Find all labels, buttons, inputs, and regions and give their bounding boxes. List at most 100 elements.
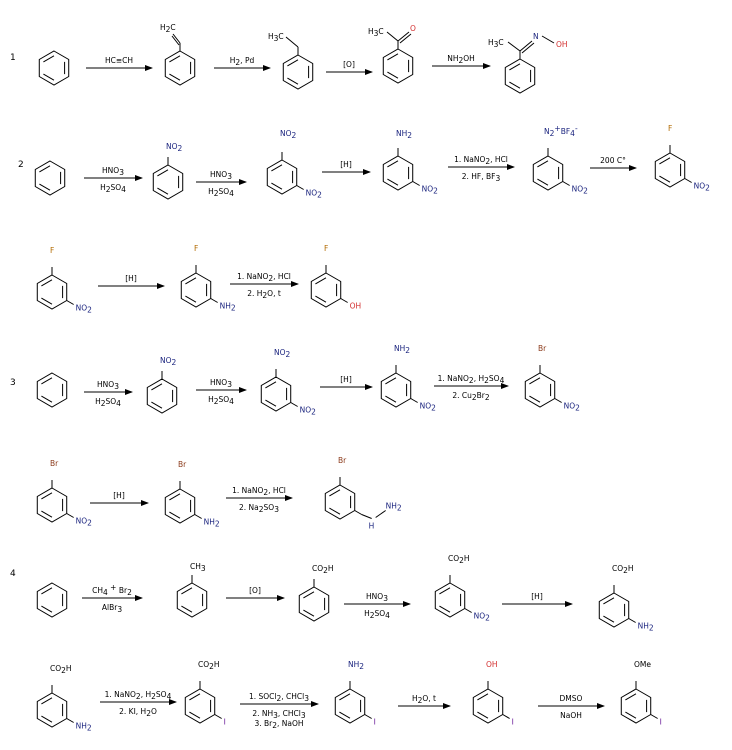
arrow-condition-above: 1. NaNO2​, H2​SO4​ — [105, 690, 172, 701]
section-number: 3 — [10, 378, 16, 388]
benzene-ring — [34, 160, 66, 196]
arrow-condition-below: 2. HF, BF3​ — [462, 172, 501, 183]
chem-label: OH — [556, 40, 568, 49]
bond — [375, 510, 386, 518]
chem-label: NH2​ — [394, 344, 410, 355]
benzene-ring — [654, 152, 686, 188]
bond — [354, 510, 362, 515]
benzene-ring — [380, 372, 412, 408]
benzene-ring — [36, 692, 68, 728]
chem-label: CO2​H — [198, 660, 220, 671]
arrow-condition-above: HC≡CH — [105, 56, 133, 65]
benzene-ring — [310, 272, 342, 308]
chem-label: H3​C — [368, 27, 384, 38]
bond — [340, 298, 348, 303]
arrow-condition-below: H2​SO4​ — [100, 183, 126, 194]
bond — [210, 298, 218, 303]
chem-label: N — [533, 32, 539, 41]
arrow-condition-above: [H] — [340, 160, 352, 169]
arrow-condition-above: [H] — [531, 592, 543, 601]
chem-label: CO2​H — [448, 554, 470, 565]
benzene-ring — [36, 582, 68, 618]
chem-label: NO2​ — [76, 517, 93, 528]
bond — [410, 398, 418, 403]
benzene-ring — [524, 372, 556, 408]
benzene-ring — [184, 688, 216, 724]
chem-label: NO2​ — [474, 612, 491, 623]
chem-label: NO2​ — [564, 402, 581, 413]
benzene-ring — [36, 274, 68, 310]
bond — [66, 300, 74, 305]
chem-label: CH3​ — [190, 562, 206, 573]
arrow-condition-above: H2​, Pd — [230, 56, 255, 67]
benzene-ring — [598, 592, 630, 628]
bond — [541, 35, 555, 44]
arrow-condition-above: HNO3​ — [210, 170, 232, 181]
chem-label: NH2​ — [396, 129, 412, 140]
bond — [684, 178, 692, 183]
arrow-condition-below: H2​SO4​ — [364, 609, 390, 620]
benzene-ring — [434, 582, 466, 618]
bond — [66, 718, 74, 723]
bond — [464, 608, 472, 613]
bond — [519, 40, 533, 52]
bond — [397, 31, 410, 42]
benzene-ring — [532, 155, 564, 191]
arrow-condition-below: H2​SO4​ — [208, 187, 234, 198]
chem-label: NH2​ — [638, 622, 654, 633]
chem-label: NO2​ — [572, 185, 589, 196]
chem-label: NO2​ — [274, 348, 291, 359]
chem-label: I — [224, 718, 226, 727]
bond — [194, 514, 202, 519]
bond — [386, 31, 399, 42]
chem-label: NO2​ — [420, 402, 437, 413]
bond — [399, 33, 412, 44]
bond — [412, 181, 420, 186]
bond — [172, 33, 181, 44]
benzene-ring — [152, 164, 184, 200]
benzene-ring — [334, 688, 366, 724]
arrow-condition-above: HNO3​ — [97, 380, 119, 391]
bond — [521, 42, 535, 54]
benzene-ring — [180, 272, 212, 308]
chem-label: NO2​ — [76, 304, 93, 315]
bond — [361, 514, 372, 519]
arrow-condition-above: DMSO — [560, 694, 583, 703]
arrow-condition-above: [H] — [125, 274, 137, 283]
arrow-condition-above: HNO3​ — [366, 592, 388, 603]
chem-label: N2​+​BF4​-​ — [544, 124, 578, 138]
chem-label: NO2​ — [166, 142, 183, 153]
chem-label: H — [369, 522, 375, 531]
chem-label: NO2​ — [160, 356, 177, 367]
arrow-condition-above: 1. SOCl2​, CHCl3​ — [249, 692, 309, 703]
arrow-condition-above: H2​O, t — [412, 694, 436, 705]
chem-label: H3​C — [268, 32, 284, 43]
bond — [364, 714, 372, 719]
chem-label: I — [374, 718, 376, 727]
chem-label: NH2​ — [386, 502, 402, 513]
section-number: 2 — [18, 160, 24, 170]
arrow-condition-above: HNO3​ — [102, 166, 124, 177]
benzene-ring — [164, 50, 196, 86]
chem-label: OH — [350, 302, 362, 311]
chem-label: OMe — [634, 660, 651, 669]
chem-label: H2​C — [160, 23, 176, 34]
benzene-ring — [164, 488, 196, 524]
bond — [66, 513, 74, 518]
bond — [507, 41, 521, 52]
chem-label: F — [324, 244, 328, 253]
arrow-condition-above: 1. NaNO2​, HCl — [454, 155, 508, 166]
arrow-condition-below: 2. NH3​, CHCl3​ — [252, 709, 306, 720]
benzene-ring — [146, 378, 178, 414]
chem-label: NO2​ — [280, 129, 297, 140]
arrow-condition-above: 1. NaNO2​, H2​SO4​ — [438, 374, 505, 385]
arrow-condition-above: [H] — [340, 375, 352, 384]
chem-label: I — [512, 718, 514, 727]
bond — [285, 36, 299, 48]
arrow-condition-below: NaOH — [560, 711, 582, 720]
arrow-condition-below: 2. Na2​SO3​ — [239, 503, 279, 514]
chem-label: F — [194, 244, 198, 253]
arrow-condition-below: AlBr3​ — [102, 603, 122, 614]
arrow-condition-above: [O] — [343, 60, 355, 69]
